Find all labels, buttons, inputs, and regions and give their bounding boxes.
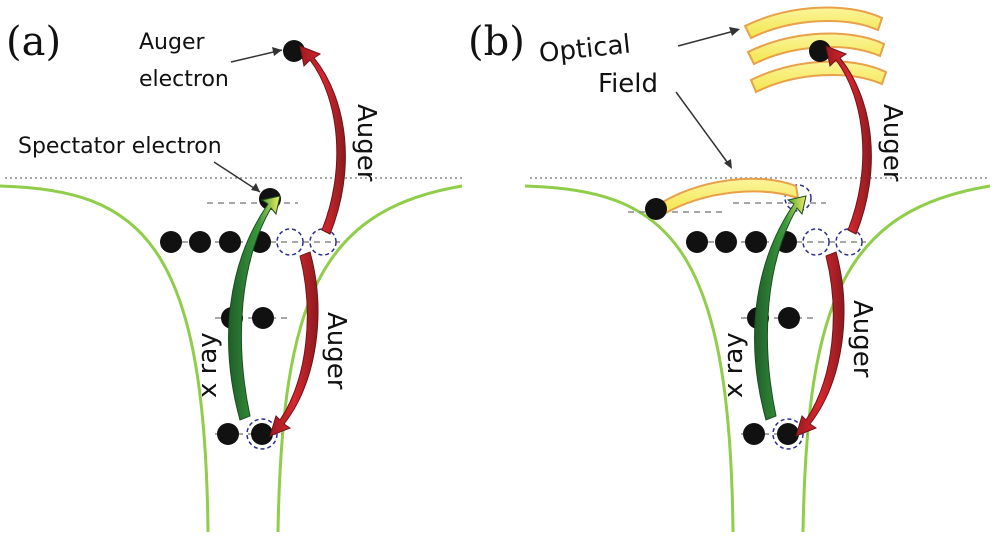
optical-field-arc	[743, 6, 884, 40]
optical-field-label-line1: Optical	[538, 30, 632, 69]
potential-left-wall	[0, 184, 210, 533]
electron	[743, 423, 765, 445]
optical-field-leader-bottom-head	[724, 159, 732, 169]
auger-electron-label-line2: electron	[139, 67, 229, 92]
potential-right-wall	[276, 184, 463, 533]
electron	[745, 231, 767, 253]
xray-label: x ray	[719, 332, 749, 398]
optical-field-leader-top	[677, 29, 739, 47]
optical-field-label-line2: Field	[598, 69, 658, 99]
panel-a-label: (a)	[6, 19, 61, 65]
panel-b: (b)	[468, 6, 991, 533]
optical-field-arc	[746, 32, 886, 66]
auger-arrow-upper	[825, 45, 872, 235]
vacancy-hole	[802, 228, 830, 256]
electron	[686, 231, 708, 253]
potential-right-wall	[801, 184, 991, 533]
xray-label: x ray	[193, 332, 223, 398]
auger-arrow-lower	[795, 251, 845, 437]
auger-electron-label-line1: Auger	[139, 30, 205, 55]
vacancy-hole-core	[772, 418, 804, 450]
electron	[219, 231, 241, 253]
electron	[777, 423, 799, 445]
optical-field-leader-top-head	[729, 27, 740, 36]
optical-field-escape-arrow	[654, 177, 800, 216]
optical-field-arc	[749, 60, 888, 94]
electron	[778, 307, 800, 329]
electron	[189, 231, 211, 253]
vacancy-hole	[835, 228, 863, 256]
electron	[251, 423, 273, 445]
auger-upper-label: Auger	[877, 104, 907, 182]
potential-left-wall	[524, 184, 735, 533]
auger-lower-label: Auger	[321, 312, 351, 390]
xray-arrow	[228, 195, 281, 421]
auger-lower-label: Auger	[847, 300, 877, 378]
electron	[252, 307, 274, 329]
vacancy-hole	[784, 184, 812, 212]
optical-field-leader-bottom	[675, 91, 731, 167]
spectator-label: Spectator electron	[18, 134, 222, 159]
panel-b-label: (b)	[468, 19, 525, 65]
vacancy-hole	[276, 228, 304, 256]
vacancy-hole	[309, 228, 337, 256]
escaped-electron-dot	[645, 198, 667, 220]
spectator-leader	[213, 161, 261, 193]
electron	[217, 423, 239, 445]
electron	[715, 231, 737, 253]
auger-electron-leader-head	[272, 47, 282, 56]
spectator-leader-head	[251, 183, 260, 192]
electron	[160, 231, 182, 253]
auger-arrow-lower	[269, 251, 319, 437]
auger-arrow-upper	[299, 45, 346, 235]
xray-arrow	[754, 195, 807, 421]
auger-upper-label: Auger	[351, 104, 381, 182]
panel-a: (a) x ray Auger Aug	[0, 19, 463, 533]
vacancy-hole-core	[246, 418, 278, 450]
